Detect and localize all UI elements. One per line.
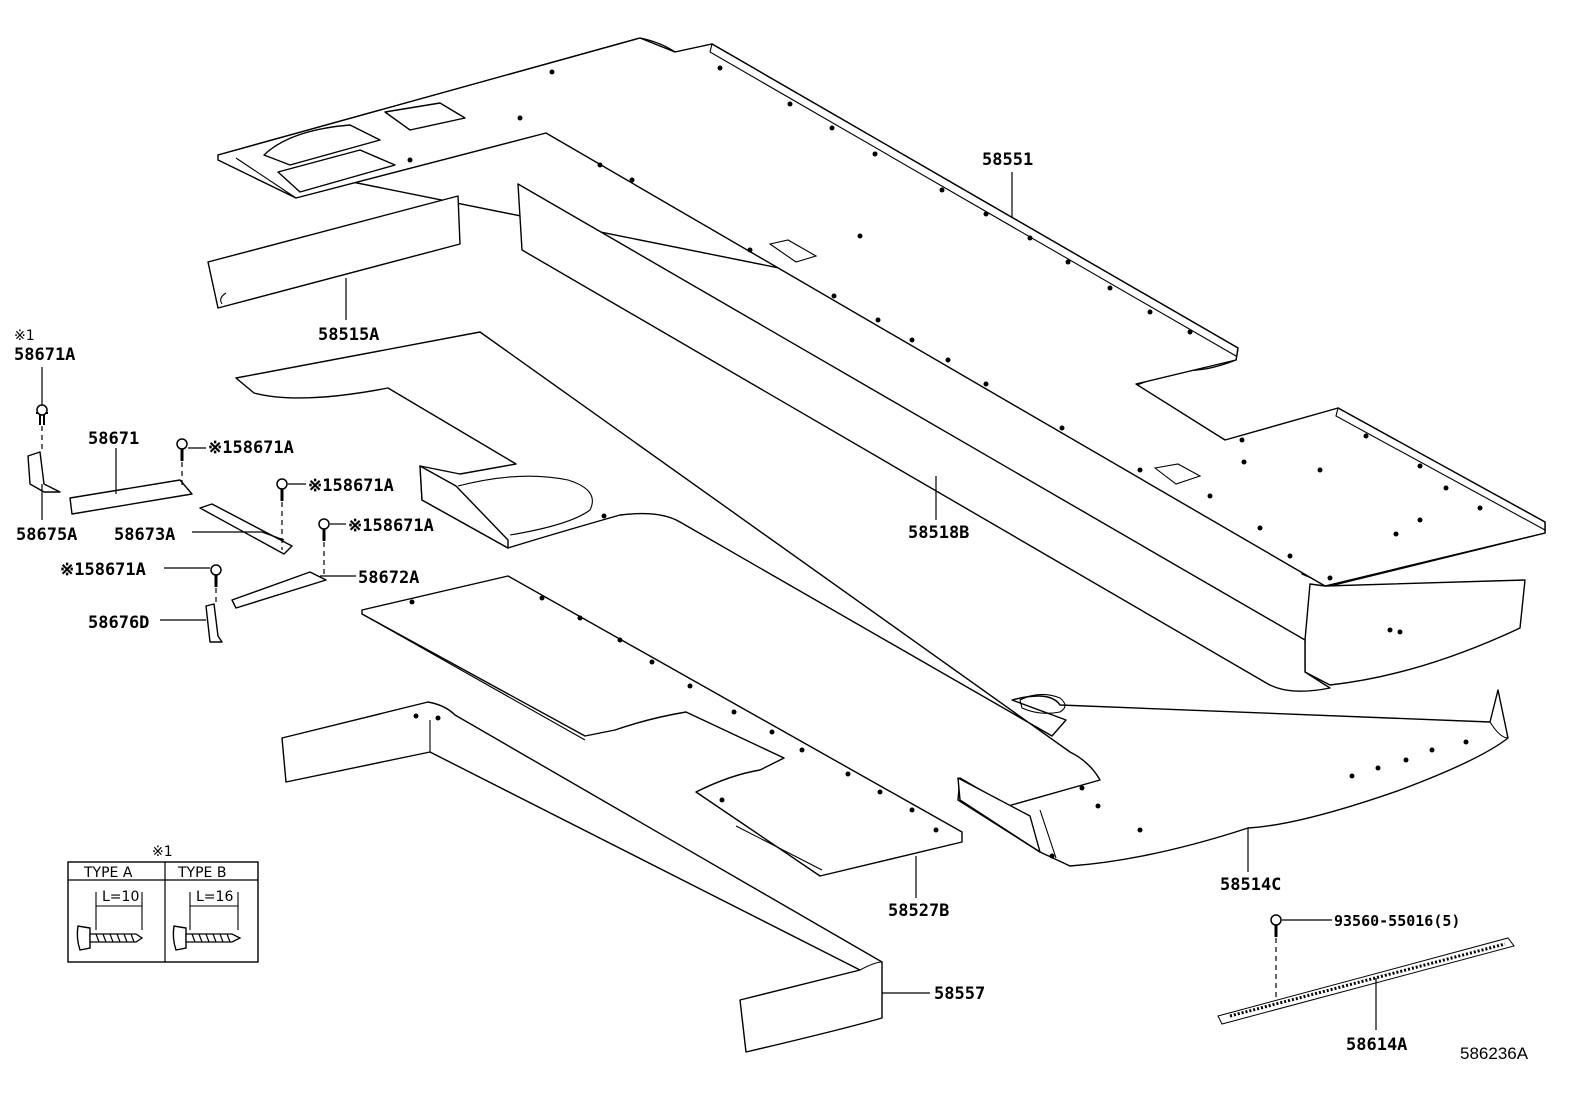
part-58527B-panel: [361, 575, 963, 877]
legend-type-a: TYPE A: [83, 865, 133, 881]
legend-mark: ※1: [152, 844, 173, 860]
callout-58527B: 58527B: [888, 901, 949, 921]
callout-58672A: 58672A: [358, 568, 419, 588]
part-58673A-bracket: [199, 503, 293, 555]
legend-length-b: L=16: [196, 889, 233, 905]
part-58551-floor-panel: [217, 37, 1546, 686]
callout-58676D: 58676D: [88, 613, 149, 633]
callout-93560-55016: 93560-55016(5): [1334, 912, 1460, 930]
callout-58671A: 58671A: [14, 345, 75, 365]
callout-58515A: 58515A: [318, 325, 379, 345]
screw-icon: [36, 404, 48, 425]
screw-type-b-icon: [172, 925, 242, 951]
part-58514C-lower-panel: [235, 331, 1509, 867]
callout-58518B: 58518B: [908, 523, 969, 543]
part-58614A-scuff-plate: [1217, 937, 1515, 1025]
callout-58675A: 58675A: [16, 525, 77, 545]
callout-58614A: 58614A: [1346, 1035, 1407, 1055]
screw-icon: [276, 478, 288, 501]
screw-type-a-icon: [76, 925, 144, 951]
callout-58557: 58557: [934, 984, 985, 1004]
callout-58671A-mark: ※1: [14, 328, 35, 344]
legend-length-a: L=10: [102, 889, 139, 905]
legend-type-b: TYPE B: [177, 865, 226, 881]
callout-58671A-b: ※158671A: [208, 438, 294, 458]
callout-58671: 58671: [88, 429, 139, 449]
callout-58673A: 58673A: [114, 525, 175, 545]
screw-type-legend: ※1 TYPE A TYPE B L=10 L=16: [67, 844, 259, 963]
part-58515A-side-trim: [207, 195, 461, 309]
part-58672A-bracket: [231, 571, 327, 609]
screw-icon: [318, 518, 330, 541]
figure-id: 586236A: [1460, 1044, 1529, 1063]
screw-icon: [210, 564, 222, 587]
screw-icon: [1270, 914, 1282, 937]
callout-58514C: 58514C: [1220, 875, 1281, 895]
callout-58671A-e: ※158671A: [60, 560, 146, 580]
part-58671-bracket: [69, 479, 193, 515]
part-58557-trim: [281, 701, 883, 1053]
part-58676D-bracket: [205, 603, 223, 643]
callout-58671A-d: ※158671A: [348, 516, 434, 536]
part-58675A-bracket: [27, 451, 61, 493]
screw-icon: [176, 438, 188, 461]
callout-58671A-c: ※158671A: [308, 476, 394, 496]
callout-58551: 58551: [982, 150, 1033, 170]
part-58518B-long-trim: [517, 183, 1331, 692]
